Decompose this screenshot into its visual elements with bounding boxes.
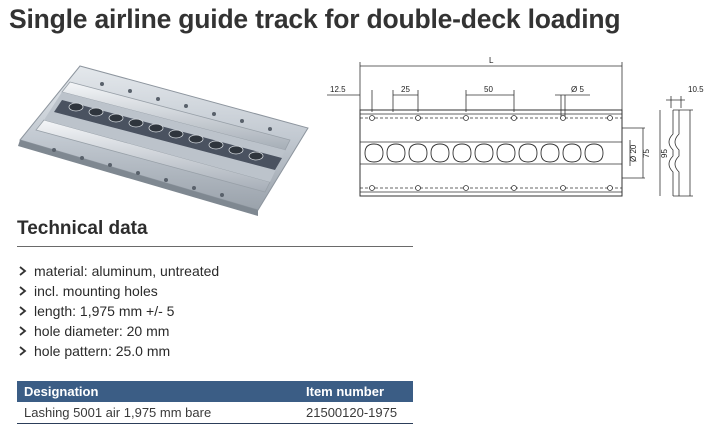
chevron-right-icon bbox=[19, 326, 27, 336]
dim-hole: Ø 5 bbox=[571, 85, 584, 94]
list-item: material: aluminum, untreated bbox=[16, 261, 219, 281]
feature-text: material: aluminum, untreated bbox=[34, 263, 220, 279]
feature-list: material: aluminum, untreated incl. moun… bbox=[16, 261, 219, 361]
list-item: hole diameter: 20 mm bbox=[16, 321, 219, 341]
chevron-right-icon bbox=[19, 346, 27, 356]
dim-spacing: 50 bbox=[484, 85, 493, 94]
feature-text: length: 1,975 mm +/- 5 bbox=[34, 303, 175, 319]
product-table: Designation Item number Lashing 5001 air… bbox=[17, 381, 413, 424]
dim-width: 95 bbox=[660, 149, 669, 158]
column-header-designation: Designation bbox=[24, 384, 99, 399]
feature-text: hole diameter: 20 mm bbox=[34, 323, 170, 339]
chevron-right-icon bbox=[19, 286, 27, 296]
product-image bbox=[18, 65, 309, 216]
cell-designation: Lashing 5001 air 1,975 mm bare bbox=[24, 405, 212, 420]
cell-item-number: 21500120-1975 bbox=[306, 405, 398, 420]
list-item: incl. mounting holes bbox=[16, 281, 219, 301]
dim-margin: 12.5 bbox=[330, 85, 346, 94]
page-title: Single airline guide track for double-de… bbox=[9, 4, 621, 34]
feature-text: incl. mounting holes bbox=[34, 283, 158, 299]
table-row[interactable]: Lashing 5001 air 1,975 mm bare 21500120-… bbox=[17, 402, 413, 423]
table-divider bbox=[17, 423, 413, 424]
table-header: Designation Item number bbox=[17, 381, 413, 402]
chevron-right-icon bbox=[19, 306, 27, 316]
feature-text: hole pattern: 25.0 mm bbox=[34, 343, 171, 359]
dim-width-inner: 75 bbox=[642, 149, 651, 158]
dim-length: L bbox=[489, 56, 494, 65]
chevron-right-icon bbox=[19, 266, 27, 276]
heading-divider bbox=[17, 246, 413, 247]
technical-data-heading: Technical data bbox=[17, 218, 148, 239]
dim-thickness: 10.5 bbox=[688, 85, 704, 94]
dim-pitch: 25 bbox=[401, 85, 410, 94]
dim-slot: Ø 20 bbox=[629, 144, 638, 162]
column-header-item-number: Item number bbox=[306, 384, 385, 399]
technical-drawing: L 12.5 25 50 Ø 5 10.5 Ø 20 75 95 bbox=[327, 56, 704, 197]
list-item: hole pattern: 25.0 mm bbox=[16, 341, 219, 361]
list-item: length: 1,975 mm +/- 5 bbox=[16, 301, 219, 321]
